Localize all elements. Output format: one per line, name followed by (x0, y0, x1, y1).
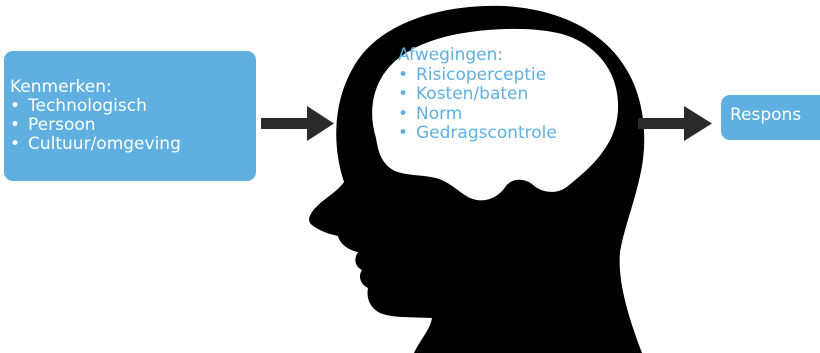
kenmerken-list: Technologisch Persoon Cultuur/omgeving (10, 97, 256, 154)
afwegingen-title: Afwegingen: (398, 45, 504, 65)
afwegingen-list: Risicoperceptie Kosten/baten Norm Gedrag… (398, 65, 557, 144)
list-item: Kosten/baten (398, 84, 557, 105)
list-item: Gedragscontrole (398, 123, 557, 144)
list-item: Norm (398, 104, 557, 125)
arrow-right-icon (638, 106, 712, 141)
list-item: Cultuur/omgeving (10, 135, 256, 154)
arrow-right-icon (261, 106, 334, 141)
kenmerken-box: Kenmerken: Technologisch Persoon Cultuur… (4, 51, 256, 181)
list-item: Persoon (10, 116, 256, 135)
respons-box: Respons (721, 95, 820, 140)
list-item: Risicoperceptie (398, 65, 557, 86)
kenmerken-title: Kenmerken: (10, 77, 112, 97)
afwegingen-text: Afwegingen: Risicoperceptie Kosten/baten… (398, 45, 557, 144)
respons-label: Respons (730, 105, 802, 125)
list-item: Technologisch (10, 97, 256, 116)
